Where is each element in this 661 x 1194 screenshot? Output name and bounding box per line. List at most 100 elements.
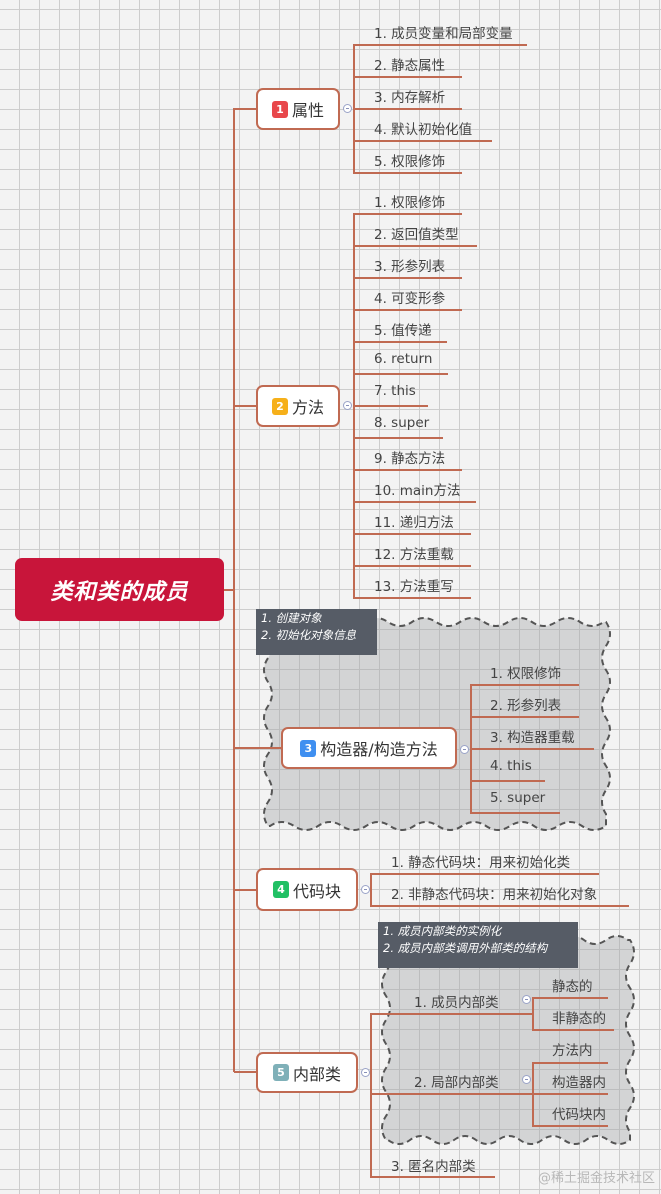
underline xyxy=(470,748,594,750)
sub-spine xyxy=(532,997,534,1029)
trunk-connector xyxy=(233,108,235,1072)
list-item[interactable]: 5. 值传递 xyxy=(374,323,432,339)
topic-note: 1. 成员内部类的实例化 2. 成员内部类调用外部类的结构 xyxy=(378,922,578,968)
underline xyxy=(353,469,462,471)
underline xyxy=(532,1029,614,1031)
topic-inner-class[interactable]: 5 内部类 xyxy=(256,1052,358,1093)
list-item[interactable]: 构造器内 xyxy=(552,1075,606,1091)
underline xyxy=(370,1093,608,1095)
list-item[interactable]: 4. 默认初始化值 xyxy=(374,122,473,138)
collapse-toggle-icon[interactable] xyxy=(343,104,352,113)
list-item[interactable]: 1. 权限修饰 xyxy=(374,195,446,211)
root-topic-label: 类和类的成员 xyxy=(50,579,189,605)
topic-label: 属性 xyxy=(291,101,324,120)
topic-attributes[interactable]: 1 属性 xyxy=(256,88,340,130)
underline xyxy=(370,1013,532,1015)
list-item[interactable]: 6. return xyxy=(374,351,433,367)
underline xyxy=(532,1062,608,1064)
branch-4-spine xyxy=(370,873,372,907)
priority-3-icon: 3 xyxy=(300,739,317,757)
root-connector xyxy=(224,589,234,591)
connector-branch-4 xyxy=(234,889,257,891)
list-item[interactable]: 3. 构造器重载 xyxy=(490,730,575,746)
underline xyxy=(353,277,462,279)
topic-label: 内部类 xyxy=(292,1064,341,1084)
sub-spine xyxy=(532,1062,534,1126)
list-item[interactable]: 静态的 xyxy=(552,979,593,995)
list-item[interactable]: 3. 内存解析 xyxy=(374,90,446,106)
list-item[interactable]: 5. super xyxy=(490,790,546,806)
list-item[interactable]: 1. 成员内部类 xyxy=(414,995,499,1011)
list-item[interactable]: 5. 权限修饰 xyxy=(374,154,446,170)
list-item[interactable]: 4. this xyxy=(490,758,532,774)
topic-label: 方法 xyxy=(291,398,324,417)
list-item[interactable]: 2. 返回值类型 xyxy=(374,227,459,243)
list-item[interactable]: 9. 静态方法 xyxy=(374,451,446,467)
underline xyxy=(353,309,462,311)
collapse-toggle-icon[interactable] xyxy=(343,401,352,410)
watermark: @稀土掘金技术社区 xyxy=(537,1171,655,1186)
list-item[interactable]: 1. 权限修饰 xyxy=(490,666,562,682)
boundary-constructor xyxy=(263,617,611,831)
underline xyxy=(353,140,492,142)
list-item[interactable]: 1. 静态代码块：用来初始化类 xyxy=(391,855,571,871)
underline xyxy=(353,213,462,215)
underline xyxy=(353,437,443,439)
topic-label: 构造器/构造方法 xyxy=(320,740,438,759)
list-item[interactable]: 11. 递归方法 xyxy=(374,515,454,531)
underline xyxy=(353,405,428,407)
underline xyxy=(353,533,471,535)
topic-note: 1. 创建对象 2. 初始化对象信息 xyxy=(256,609,377,655)
priority-2-icon: 2 xyxy=(271,397,288,415)
list-item[interactable]: 非静态的 xyxy=(552,1011,606,1027)
connector-branch-2 xyxy=(234,405,257,407)
underline xyxy=(532,1125,608,1127)
collapse-toggle-icon[interactable] xyxy=(361,885,370,894)
underline xyxy=(353,245,477,247)
list-item[interactable]: 10. main方法 xyxy=(374,483,461,499)
list-item[interactable]: 4. 可变形参 xyxy=(374,291,446,307)
underline xyxy=(353,341,447,343)
underline xyxy=(532,997,608,999)
collapse-toggle-icon[interactable] xyxy=(522,1075,531,1084)
underline xyxy=(353,44,527,46)
connector-branch-5 xyxy=(234,1071,257,1073)
list-item[interactable]: 代码块内 xyxy=(552,1107,606,1123)
note-line: 2. 成员内部类调用外部类的结构 xyxy=(383,941,548,955)
list-item[interactable]: 2. 静态属性 xyxy=(374,58,446,74)
list-item[interactable]: 7. this xyxy=(374,383,416,399)
connector-branch-3 xyxy=(234,747,282,749)
underline xyxy=(370,905,629,907)
priority-1-icon: 1 xyxy=(271,100,288,118)
collapse-toggle-icon[interactable] xyxy=(361,1068,370,1077)
underline xyxy=(353,172,462,174)
underline xyxy=(353,373,448,375)
underline xyxy=(470,780,545,782)
list-item[interactable]: 2. 局部内部类 xyxy=(414,1075,499,1091)
collapse-toggle-icon[interactable] xyxy=(522,995,531,1004)
underline xyxy=(353,108,462,110)
list-item[interactable]: 12. 方法重载 xyxy=(374,547,454,563)
underline xyxy=(370,1176,495,1178)
topic-constructor[interactable]: 3 构造器/构造方法 xyxy=(281,727,457,769)
list-item[interactable]: 2. 非静态代码块：用来初始化对象 xyxy=(391,887,598,903)
priority-4-icon: 4 xyxy=(272,881,289,898)
list-item[interactable]: 3. 形参列表 xyxy=(374,259,446,275)
list-item[interactable]: 方法内 xyxy=(552,1043,593,1059)
underline xyxy=(353,501,476,503)
list-item[interactable]: 2. 形参列表 xyxy=(490,698,562,714)
collapse-toggle-icon[interactable] xyxy=(460,745,469,754)
underline xyxy=(353,565,471,567)
underline xyxy=(353,597,471,599)
topic-methods[interactable]: 2 方法 xyxy=(256,385,340,427)
list-item[interactable]: 1. 成员变量和局部变量 xyxy=(374,26,513,42)
connector-branch-1 xyxy=(234,108,257,110)
topic-code-block[interactable]: 4 代码块 xyxy=(256,868,358,911)
list-item[interactable]: 3. 匿名内部类 xyxy=(391,1159,476,1175)
note-line: 2. 初始化对象信息 xyxy=(261,628,357,642)
underline xyxy=(470,684,579,686)
root-topic[interactable]: 类和类的成员 xyxy=(15,558,224,621)
list-item[interactable]: 8. super xyxy=(374,415,430,431)
list-item[interactable]: 13. 方法重写 xyxy=(374,579,454,595)
topic-label: 代码块 xyxy=(292,881,341,901)
